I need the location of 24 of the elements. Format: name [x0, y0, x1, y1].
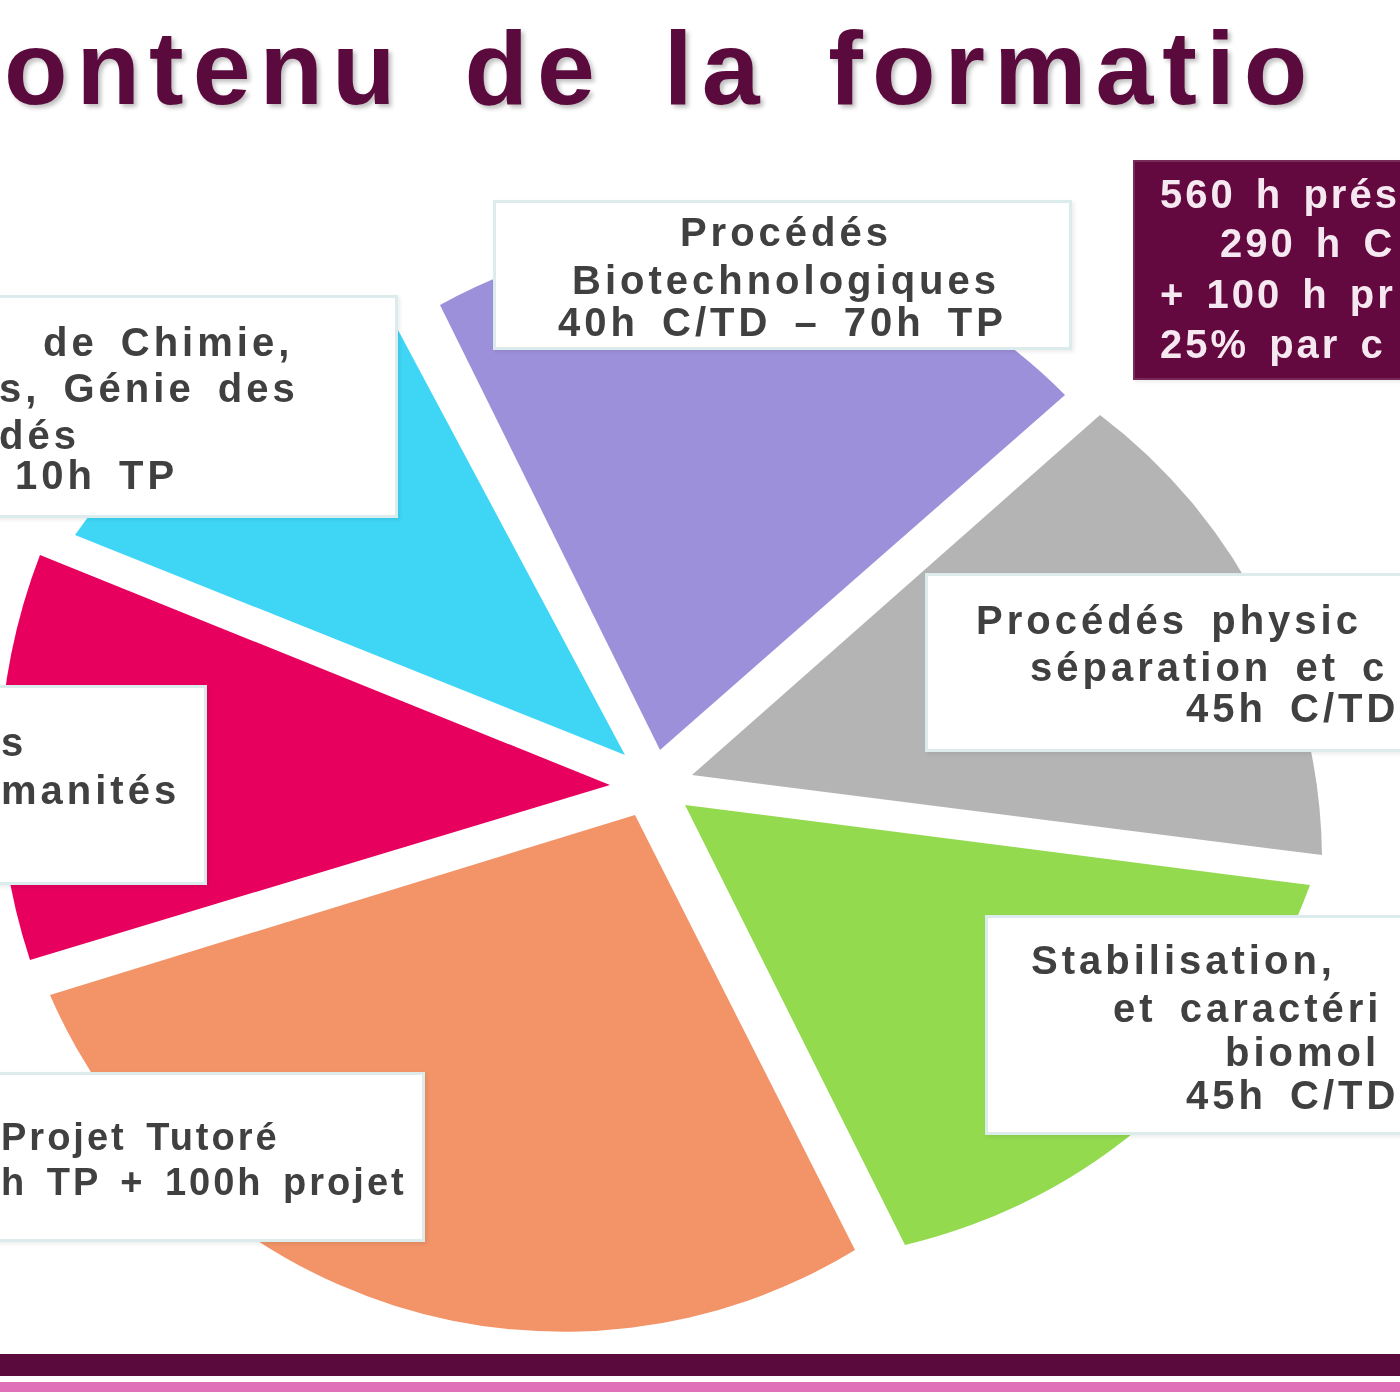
module-text: de Chimie, [43, 319, 294, 365]
module-text: s [1, 719, 28, 765]
slide-title: ontenu de la formatio [4, 9, 1317, 128]
module-text: 45h C/TD [1186, 1072, 1400, 1118]
module-box [0, 1072, 425, 1242]
module-text: et caractéri [1113, 985, 1383, 1031]
module-box [985, 915, 1400, 1135]
module-text: Stabilisation, [1031, 937, 1336, 983]
module-box [925, 573, 1400, 752]
module-box [0, 295, 398, 518]
module-text: Projet Tutoré [1, 1115, 280, 1160]
module-box [493, 200, 1072, 350]
summary-text: + 100 h pr [1160, 271, 1396, 318]
module-text: biomol [1225, 1029, 1381, 1075]
module-text: Procédés Biotechnologiques [571, 209, 1001, 304]
module-box [0, 685, 207, 885]
module-text: manités [1, 767, 181, 813]
summary-text: 560 h prés [1160, 171, 1400, 218]
summary-text: 25% par c [1160, 321, 1386, 368]
module-text: h TP + 100h projet [1, 1160, 407, 1205]
module-text: s, Génie des [0, 365, 299, 411]
summary-text: 290 h C [1220, 220, 1396, 267]
summary-box [1133, 160, 1400, 380]
module-text: Procédés physic [976, 597, 1362, 643]
